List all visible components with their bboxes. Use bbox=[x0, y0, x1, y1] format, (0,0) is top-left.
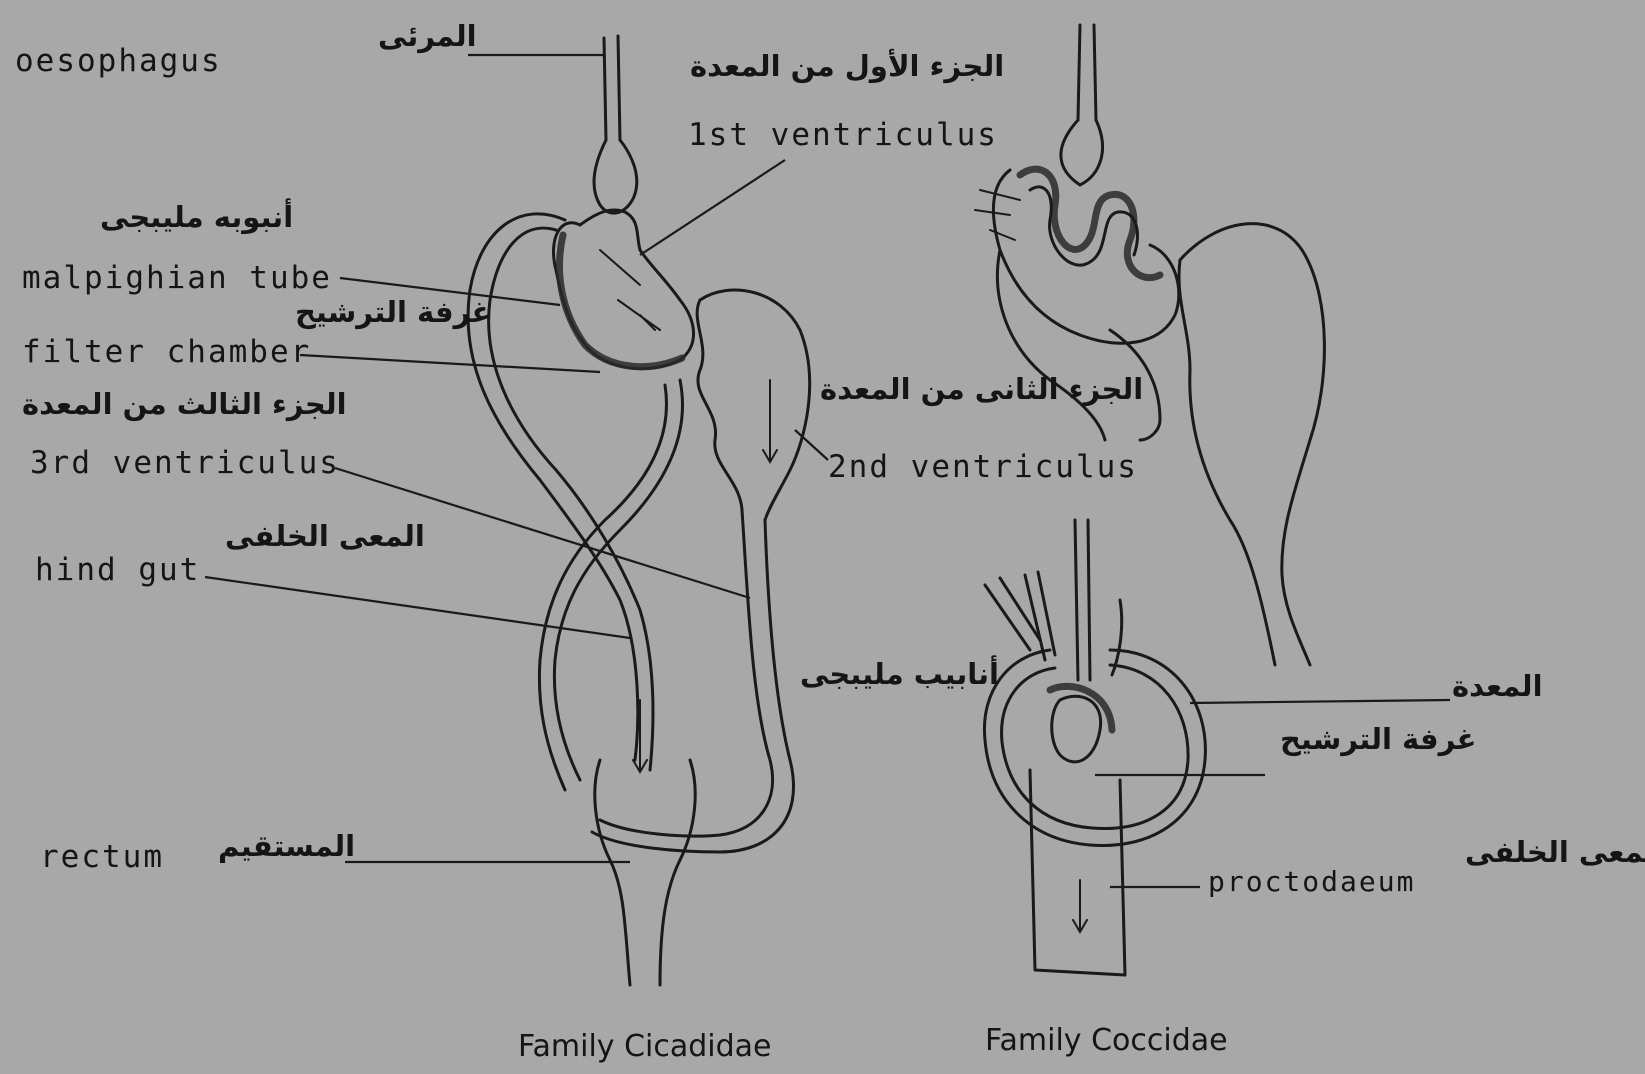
stomach-arabic-label: المعدة bbox=[1452, 672, 1543, 701]
rectum-arabic-label: المستقيم bbox=[218, 832, 355, 861]
malpighian-tube-arabic-label: أنبوبه مليبجى bbox=[100, 203, 293, 232]
third-ventriculus-arabic-label: الجزء الثالث من المعدة bbox=[22, 390, 347, 419]
first-ventriculus-arabic-label: الجزء الأول من المعدة bbox=[690, 52, 1004, 81]
malpighian-tubes-arabic-label: أنابيب مليبجى bbox=[800, 660, 999, 689]
first-ventriculus-label: 1st ventriculus bbox=[688, 120, 998, 151]
proctodaeum-arabic-label: المعى الخلفى bbox=[1465, 838, 1645, 867]
oesophagus-label: oesophagus bbox=[15, 46, 222, 77]
oesophagus-arabic-label: المرئى bbox=[378, 22, 477, 51]
coccidae-upper-drawing bbox=[975, 25, 1324, 665]
proctodaeum-label: proctodaeum bbox=[1208, 868, 1415, 896]
second-ventriculus-label: 2nd ventriculus bbox=[828, 452, 1138, 483]
hind-gut-label: hind gut bbox=[35, 555, 200, 586]
third-ventriculus-label: 3rd ventriculus bbox=[30, 448, 340, 479]
second-ventriculus-arabic-label: الجزء الثانى من المعدة bbox=[820, 375, 1143, 404]
filter-chamber-arabic-label: غرفة الترشيح bbox=[295, 298, 492, 327]
rectum-label: rectum bbox=[40, 842, 164, 873]
coccidae-lower-drawing bbox=[984, 520, 1205, 975]
hind-gut-arabic-label: المعى الخلفى bbox=[225, 522, 425, 551]
cicadidae-caption: Family Cicadidae bbox=[518, 1032, 772, 1062]
filter-chamber-arabic-label-2: غرفة الترشيح bbox=[1280, 725, 1477, 754]
filter-chamber-label: filter chamber bbox=[22, 337, 311, 368]
coccidae-caption: Family Coccidae bbox=[985, 1026, 1228, 1056]
malpighian-tube-label: malpighian tube bbox=[22, 263, 332, 294]
